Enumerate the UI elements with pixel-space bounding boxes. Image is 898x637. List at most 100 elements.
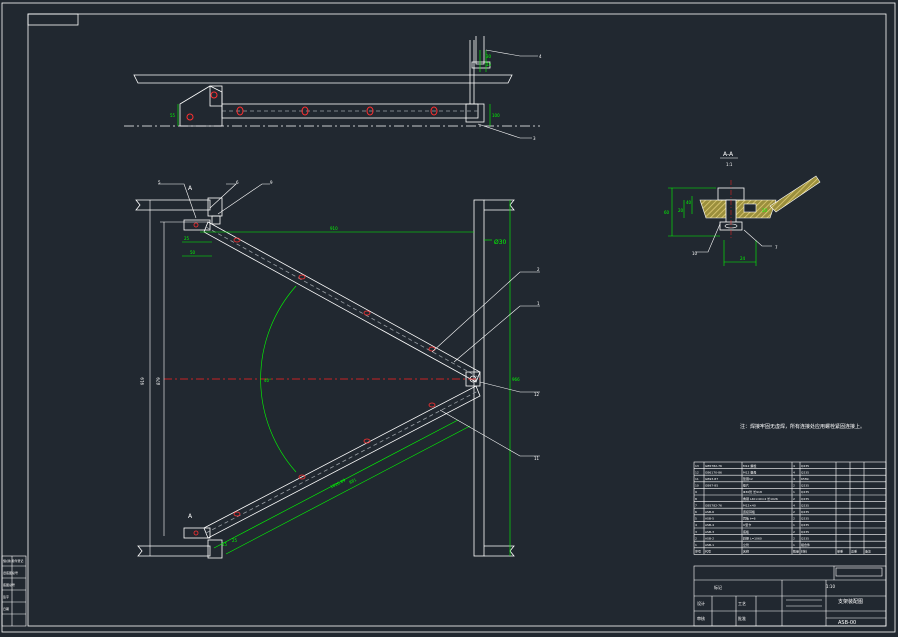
bom-cell-code: GB5782-76	[705, 503, 722, 507]
bom-cell-code: GB93-87	[705, 477, 718, 481]
bom-header-weight: 单重	[837, 549, 843, 554]
bom-cell-mat: Q235	[801, 464, 809, 468]
bom-cell-no: 6	[695, 510, 697, 514]
dim-sec-20b: 20	[762, 208, 768, 213]
top-view-holes	[186, 91, 438, 121]
bom-header-no: 序号	[695, 549, 701, 554]
bom-cell-qty: 1	[793, 543, 795, 547]
bom-cell-qty: 2	[793, 484, 795, 488]
bom-cell-mat: Q235	[801, 497, 809, 501]
dim-angle: 40°	[264, 378, 271, 383]
bom-cell-code: GB97-85	[705, 484, 718, 488]
top-view	[124, 36, 540, 127]
title-block	[693, 565, 887, 627]
role-process: 工艺	[738, 601, 746, 606]
bom-cell-name: 垫圈12	[743, 476, 753, 481]
bom-cell-no: 10	[695, 484, 699, 488]
role-check: 审核	[697, 615, 705, 621]
bom-cell-code: ASB-5	[705, 517, 714, 521]
dim-brace-length: 1026.89	[329, 477, 346, 489]
section-title: A-A	[723, 151, 734, 158]
bom-cell-qty: 2	[793, 497, 795, 501]
dim-foot-25: 25	[232, 538, 238, 543]
bom-cell-mat: Q235	[801, 510, 809, 514]
front-leaders	[158, 183, 540, 457]
bom-cell-name: 垫片	[743, 483, 749, 488]
stamp-line2: 旧底图总号	[3, 570, 18, 575]
bom-header-name: 名称	[743, 549, 749, 554]
bom-cell-code: ASB-1	[705, 543, 714, 547]
top-view-dims	[177, 50, 491, 126]
section-aa: A-A 1:1	[699, 151, 821, 240]
bom-cell-name: Φ30管 长918	[743, 489, 762, 494]
bom-cell-no: 4	[695, 523, 697, 527]
bom-cell-name: M12 螺栓	[743, 463, 756, 468]
side-stamp	[1, 555, 27, 627]
bom-header-code: 代号	[705, 549, 711, 554]
marker-label: 标记	[714, 584, 722, 590]
stamp-line3: 底图总号	[3, 582, 15, 587]
marker-a-bottom: A	[188, 513, 193, 520]
bom-cell-no: 7	[695, 503, 697, 507]
bom-cell-no: 1	[695, 543, 697, 547]
dim-width-top: 910	[330, 226, 338, 231]
drawing-number: ASB-00	[838, 620, 856, 626]
bom-cell-qty: 1	[793, 490, 795, 494]
bom-cell-code: ASB-6	[705, 510, 714, 514]
dim-ear-width: 50	[190, 250, 196, 255]
bom-cell-name: 斜撑 L=1060	[743, 535, 762, 540]
stamp-line4: 签字	[3, 594, 9, 599]
dim-top-30: 30	[486, 54, 492, 59]
bom-cell-mat: Q235	[801, 536, 809, 540]
tech-note: 注：焊接牢固无虚焊，所有连接处应用螺栓紧固连接上。	[740, 423, 865, 430]
bom-cell-mat: Q235	[801, 484, 809, 488]
bom-header-mat: 材料	[801, 549, 807, 554]
bom-cell-qty: 2	[793, 510, 795, 514]
bom-cell-no: 5	[695, 517, 697, 521]
bom-cell-mat: Q235	[801, 530, 809, 534]
top-leaders	[477, 49, 538, 139]
bom-cell-mat: Q235	[801, 490, 809, 494]
callout-6: 6	[236, 180, 239, 185]
callout-12: 12	[534, 392, 540, 397]
bom-cell-qty: 2	[793, 517, 795, 521]
dim-left-height: 919	[140, 377, 145, 385]
bom-cell-no: 13	[695, 464, 699, 468]
bom-cell-no: 8	[695, 497, 697, 501]
stamp-line5: 日期	[3, 606, 9, 611]
dim-sec-24: 24	[740, 256, 746, 261]
section-scale: 1:1	[726, 162, 733, 167]
bom-cell-mat: Q235	[801, 503, 809, 507]
dim-top-15: 15	[486, 62, 492, 67]
callout-2: 2	[537, 267, 540, 272]
dim-sec-40: 40	[686, 200, 692, 205]
section-leaders	[696, 223, 772, 253]
bom-table	[693, 461, 887, 555]
role-design: 设计	[697, 600, 705, 606]
dim-foot-15: 15	[222, 542, 228, 547]
bom-cell-qty: 4	[793, 477, 795, 481]
bom-cell-mat: Q235	[801, 523, 809, 527]
stamp-line1: 借(通)用件登记	[3, 558, 23, 563]
bom-cell-mat: 65Mn	[801, 477, 809, 481]
bom-header-total: 总重	[851, 549, 857, 554]
callout-10: 10	[692, 251, 698, 256]
front-view-dims	[182, 200, 511, 556]
bom-cell-code: ASB-3	[705, 530, 714, 534]
bom-cell-no: 9	[695, 490, 697, 494]
callout-5: 5	[158, 180, 161, 185]
bom-cell-qty: 2	[793, 536, 795, 540]
bom-cell-name: M12 螺母	[743, 469, 756, 474]
bom-header-remark: 备注	[865, 549, 871, 554]
dim-top-100: 100	[492, 113, 500, 118]
bom-cell-name: 连接耳板	[743, 509, 755, 514]
dim-ear-height: 25	[184, 236, 190, 241]
dim-tube-dia: Ø30	[494, 239, 507, 246]
bom-cell-no: 3	[695, 530, 697, 534]
section-dims	[668, 187, 757, 266]
front-view-white-dims	[149, 200, 210, 556]
bom-cell-code: GB6170-86	[705, 470, 722, 474]
